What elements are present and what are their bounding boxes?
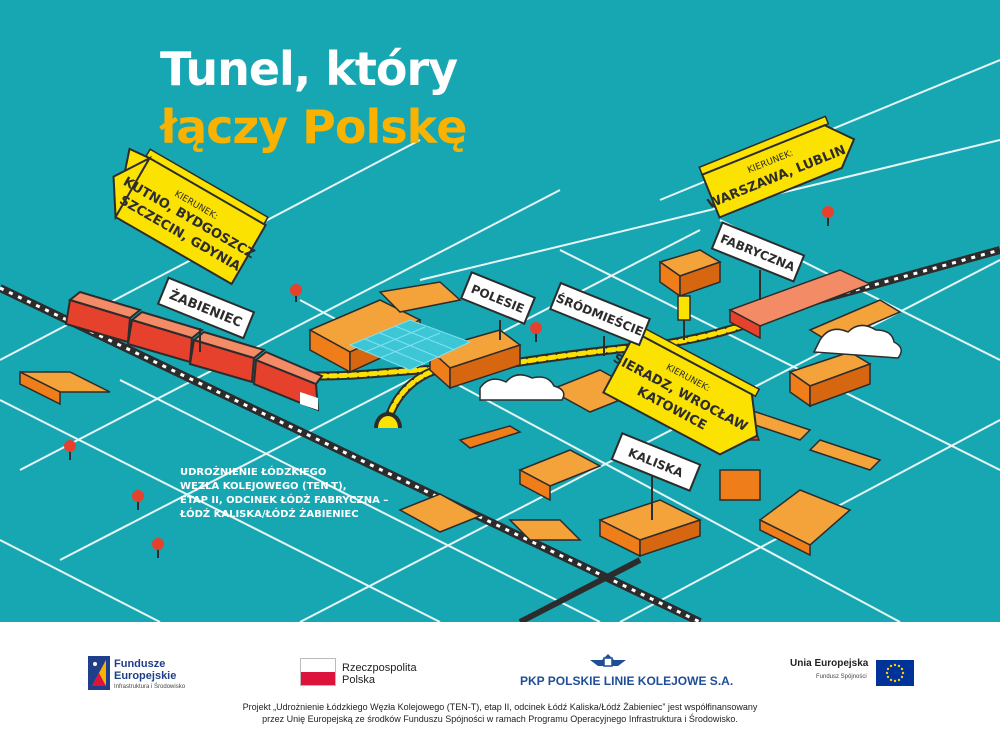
note-line-1: Projekt „Udrożnienie Łódzkiego Węzła Kol… bbox=[242, 702, 758, 712]
title-line-2: łączy Polskę bbox=[160, 100, 467, 154]
map-pins bbox=[64, 206, 834, 558]
fundusze-icon bbox=[88, 656, 110, 690]
ue-line-1: Unia Europejska bbox=[790, 658, 869, 669]
title-line-1: Tunel, który bbox=[160, 42, 458, 96]
caption-line-2: WĘZŁA KOLEJOWEGO (TEN-T), bbox=[180, 481, 347, 492]
illustrated-map: KIERUNEK: KUTNO, BYDGOSZCZ SZCZECIN, GDY… bbox=[0, 0, 1000, 622]
funds-sub: Infrastruktura i Środowisko bbox=[114, 684, 186, 690]
traffic-light bbox=[677, 295, 691, 340]
caption-line-4: ŁÓDŹ KALISKA/ŁÓDŹ ŻABIENIEC bbox=[180, 509, 359, 520]
eu-flag-icon bbox=[876, 660, 914, 686]
cofinancing-note: Projekt „Udrożnienie Łódzkiego Węzła Kol… bbox=[0, 701, 1000, 725]
project-caption: UDROŻNIENIE ŁÓDZKIEGO WĘZŁA KOLEJOWEGO (… bbox=[180, 466, 400, 522]
pkp-name: PKP POLSKIE LINIE KOLEJOWE S.A. bbox=[520, 674, 734, 688]
logo-pkp-plk: PKP POLSKIE LINIE KOLEJOWE S.A. bbox=[520, 652, 750, 692]
train bbox=[64, 290, 324, 412]
sign-sieradz: KIERUNEK: SIERADZ, WROCŁAW KATOWICE bbox=[602, 324, 761, 456]
funds-line-1: Fundusze bbox=[114, 658, 166, 670]
buildings bbox=[19, 249, 902, 558]
plaza-grid bbox=[348, 319, 472, 371]
map-graphics: KIERUNEK: KUTNO, BYDGOSZCZ SZCZECIN, GDY… bbox=[0, 59, 1000, 622]
sign-kutno: KIERUNEK: KUTNO, BYDGOSZCZ SZCZECIN, GDY… bbox=[112, 147, 269, 286]
caption-line-3: ETAP II, ODCINEK ŁÓDŹ FABRYCZNA – bbox=[180, 495, 389, 506]
rp-line-1: Rzeczpospolita bbox=[342, 662, 417, 674]
pkp-wing-icon bbox=[590, 654, 626, 667]
funds-line-2: Europejskie bbox=[114, 670, 177, 682]
logo-unia-europejska: Unia Europejska Fundusz Spójności bbox=[790, 656, 920, 696]
clouds bbox=[479, 324, 902, 401]
ue-sub: Fundusz Spójności bbox=[816, 674, 867, 680]
rp-line-2: Polska bbox=[342, 674, 376, 686]
note-line-2: przez Unię Europejską ze środków Fundusz… bbox=[262, 714, 738, 724]
polish-flag-icon bbox=[300, 658, 336, 686]
caption-line-1: UDROŻNIENIE ŁÓDZKIEGO bbox=[180, 467, 327, 478]
